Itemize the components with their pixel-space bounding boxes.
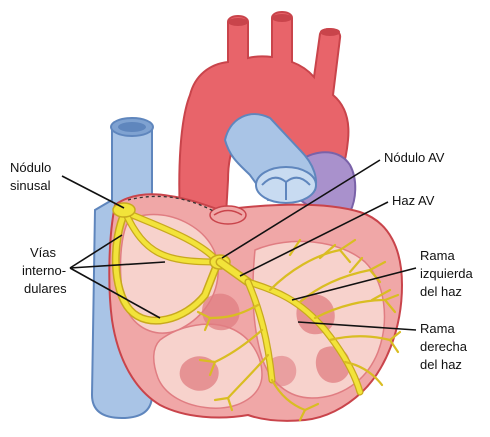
label-rama-izq-line1: Rama <box>420 248 455 263</box>
label-rama-izq-line2: izquierda <box>420 266 474 281</box>
label-rama-der-line3: del haz <box>420 357 462 372</box>
label-rama-izq-line3: del haz <box>420 284 462 299</box>
sinus-node <box>113 203 135 217</box>
label-rama-der-line2: derecha <box>420 339 468 354</box>
label-vias-line3: dulares <box>24 281 67 296</box>
label-haz-av-text: Haz AV <box>392 193 435 208</box>
label-rama-der-line1: Rama <box>420 321 455 336</box>
label-nodulo-sinusal: Nódulo sinusal <box>10 160 124 208</box>
label-vias-line2: interno- <box>22 263 66 278</box>
label-vias-line1: Vías <box>30 245 57 260</box>
label-nodulo-sinusal-line2: sinusal <box>10 178 51 193</box>
label-nodulo-av-text: Nódulo AV <box>384 150 445 165</box>
label-nodulo-sinusal-line1: Nódulo <box>10 160 51 175</box>
